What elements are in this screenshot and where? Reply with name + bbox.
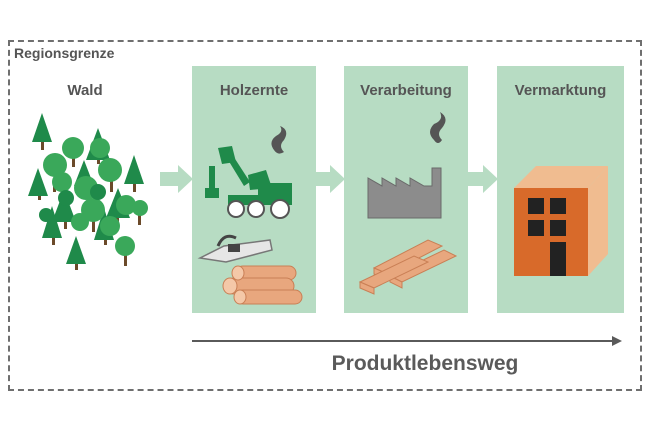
building-icon	[514, 166, 608, 276]
stage-label-vermarktung: Vermarktung	[514, 82, 607, 99]
flow-arrow-1	[160, 165, 193, 193]
product-path-arrow	[192, 336, 622, 346]
stage-label-verarbeitung: Verarbeitung	[360, 82, 452, 99]
region-label: Regionsgrenze	[14, 45, 115, 61]
region-boundary	[8, 40, 642, 391]
harvester-icon	[205, 126, 292, 219]
forest-icon	[28, 113, 148, 270]
stage-label-holzernte: Holzernte	[219, 82, 289, 99]
flow-arrow-2	[316, 165, 345, 193]
stage-label-wald: Wald	[67, 82, 103, 99]
product-path-label: Produktlebensweg	[331, 352, 519, 375]
factory-icon	[367, 112, 446, 219]
chainsaw-logs-icon	[197, 234, 303, 305]
lumber-icon	[358, 239, 458, 295]
flow-arrow-3	[468, 165, 498, 193]
